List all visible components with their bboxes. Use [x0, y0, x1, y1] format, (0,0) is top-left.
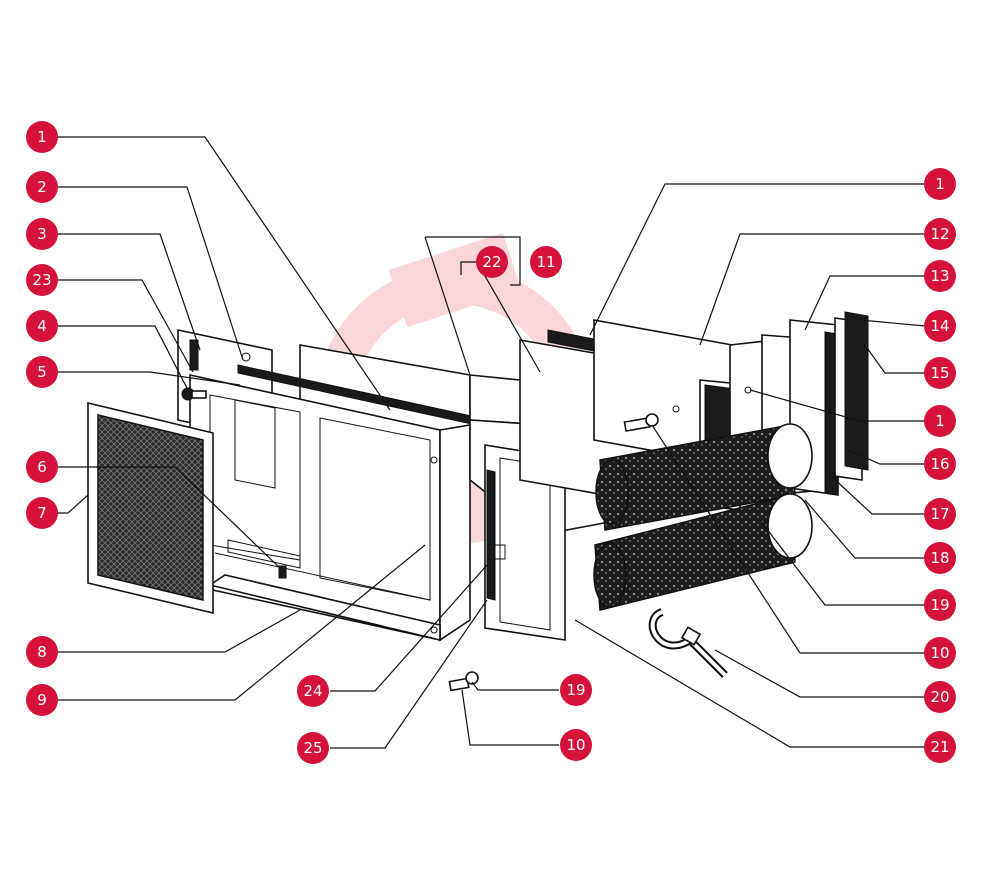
svg-text:21: 21 [930, 738, 949, 756]
front-grille [87, 401, 214, 615]
callout-15: 15 [924, 357, 956, 389]
svg-text:5: 5 [37, 363, 47, 381]
svg-text:24: 24 [303, 682, 322, 700]
svg-text:25: 25 [303, 739, 322, 757]
callout-4: 4 [26, 310, 58, 342]
callout-14: 14 [924, 310, 956, 342]
callout-12: 12 [924, 218, 956, 250]
callout-19-right: 19 [924, 589, 956, 621]
leader-lines [58, 136, 926, 749]
svg-text:14: 14 [930, 317, 949, 335]
svg-text:10: 10 [930, 644, 949, 662]
screw-set-lower [448, 671, 479, 692]
svg-text:7: 7 [37, 504, 47, 522]
svg-text:13: 13 [930, 267, 949, 285]
callout-10-bottom: 10 [560, 729, 592, 761]
svg-text:8: 8 [37, 643, 47, 661]
callout-11: 11 [530, 246, 562, 278]
callout-10-right: 10 [924, 637, 956, 669]
callout-19-bottom: 19 [560, 674, 592, 706]
callout-8: 8 [26, 636, 58, 668]
svg-text:3: 3 [37, 225, 47, 243]
svg-text:2: 2 [37, 178, 47, 196]
callout-3: 3 [26, 218, 58, 250]
svg-text:17: 17 [930, 505, 949, 523]
callout-5: 5 [26, 356, 58, 388]
callout-13: 13 [924, 260, 956, 292]
callout-24: 24 [297, 675, 329, 707]
svg-text:4: 4 [37, 317, 47, 335]
main-housing [189, 344, 471, 642]
svg-text:19: 19 [566, 681, 585, 699]
flexible-ducts [593, 423, 813, 611]
svg-text:23: 23 [32, 271, 51, 289]
callout-2: 2 [26, 171, 58, 203]
screw-part-4 [181, 387, 207, 401]
cable-tie [648, 608, 728, 678]
svg-text:22: 22 [482, 253, 501, 271]
callout-7: 7 [26, 497, 58, 529]
svg-text:19: 19 [930, 596, 949, 614]
callout-20: 20 [924, 681, 956, 713]
svg-text:10: 10 [566, 736, 585, 754]
svg-text:1: 1 [935, 412, 945, 430]
svg-text:11: 11 [536, 253, 555, 271]
callout-9: 9 [26, 684, 58, 716]
callout-1-mid-right: 1 [924, 405, 956, 437]
callout-21: 21 [924, 731, 956, 763]
svg-text:12: 12 [930, 225, 949, 243]
svg-text:20: 20 [930, 688, 949, 706]
callout-6: 6 [26, 451, 58, 483]
svg-text:1: 1 [935, 175, 945, 193]
callout-25: 25 [297, 732, 329, 764]
callout-16: 16 [924, 448, 956, 480]
callout-1-top-right: 1 [924, 168, 956, 200]
callout-22: 22 [476, 246, 508, 278]
svg-text:6: 6 [37, 458, 47, 476]
callout-17: 17 [924, 498, 956, 530]
svg-text:1: 1 [37, 128, 47, 146]
callout-1-top-left: 1 [26, 121, 58, 153]
svg-text:9: 9 [37, 691, 47, 709]
callout-23: 23 [26, 264, 58, 296]
svg-text:15: 15 [930, 364, 949, 382]
svg-text:18: 18 [930, 549, 949, 567]
screw-set-upper [623, 386, 752, 432]
svg-text:16: 16 [930, 455, 949, 473]
callout-18: 18 [924, 542, 956, 574]
